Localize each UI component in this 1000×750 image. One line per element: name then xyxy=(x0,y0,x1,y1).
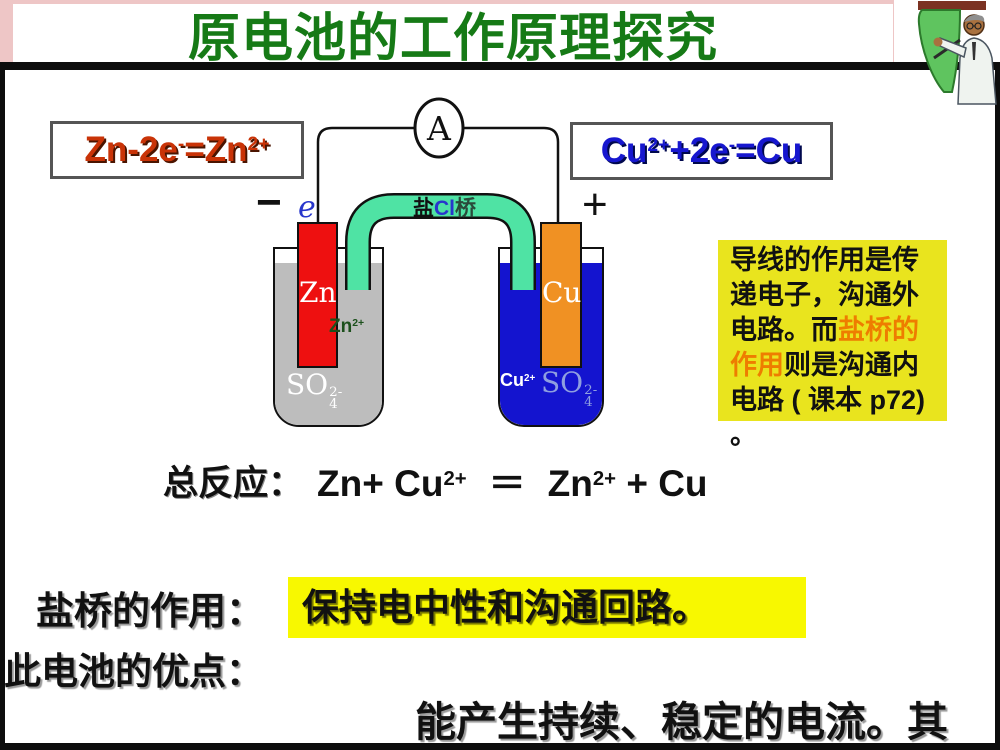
salt-bridge-role-label: 盐桥的作用： xyxy=(36,591,265,633)
note-text-1: 导线的作用是传递电子，沟通外电路。而 xyxy=(730,245,919,345)
wire-function-note: 导线的作用是传递电子，沟通外电路。而盐桥的作用则是沟通内电路 ( 课本 p72)… xyxy=(718,240,947,450)
zinc-ion-label: Zn2+ xyxy=(329,316,365,337)
teacher-clipart xyxy=(894,0,1000,105)
note-text-2: 则是沟通内电路 ( 课本 p72) 。 xyxy=(730,350,926,450)
zinc-electrode-label: Zn xyxy=(299,276,337,309)
overall-reaction-label: 总反应： xyxy=(163,463,304,503)
cathode-equation: Cu2++2e-=Cu xyxy=(600,131,803,170)
overall-reaction-row: 总反应： Zn+ Cu2+＝Zn2+ + Cu xyxy=(163,453,708,507)
positive-terminal-sign: + xyxy=(582,180,608,229)
teacher-hair xyxy=(964,14,985,22)
electron-label: e xyxy=(298,190,316,225)
battery-advantage-answer: 能产生持续、稳定的电流。其 xyxy=(415,698,948,746)
anode-equation: Zn-2e-=Zn2+ xyxy=(84,130,270,169)
overall-reaction-formula: Zn+ Cu2+＝Zn2+ + Cu xyxy=(317,463,708,504)
teacher-tie xyxy=(972,42,976,60)
cathode-half-reaction-box: Cu2++2e-=Cu xyxy=(570,122,833,180)
header-divider xyxy=(0,62,1000,70)
battery-advantage-label: 此电池的优点： xyxy=(4,651,263,692)
salt-bridge-role-answer: 保持电中性和沟通回路。 xyxy=(288,577,806,638)
copper-electrode: Cu xyxy=(540,222,582,368)
board-top-bar xyxy=(918,1,986,10)
green-board xyxy=(917,9,962,93)
anode-half-reaction-box: Zn-2e-=Zn2+ xyxy=(50,121,304,179)
title-plate: 原电池的工作原理探究 xyxy=(13,4,893,69)
copper-ion-label: Cu2+ xyxy=(500,370,536,390)
salt-bridge-label: 盐Cl桥 xyxy=(413,197,476,220)
teacher-hand xyxy=(933,37,943,47)
zinc-electrode: Zn xyxy=(297,222,338,368)
copper-electrode-label: Cu xyxy=(542,276,582,309)
note-highlight: 盐桥的作用 xyxy=(730,315,919,380)
negative-terminal-sign: − xyxy=(256,178,282,227)
page-title: 原电池的工作原理探究 xyxy=(187,8,718,69)
